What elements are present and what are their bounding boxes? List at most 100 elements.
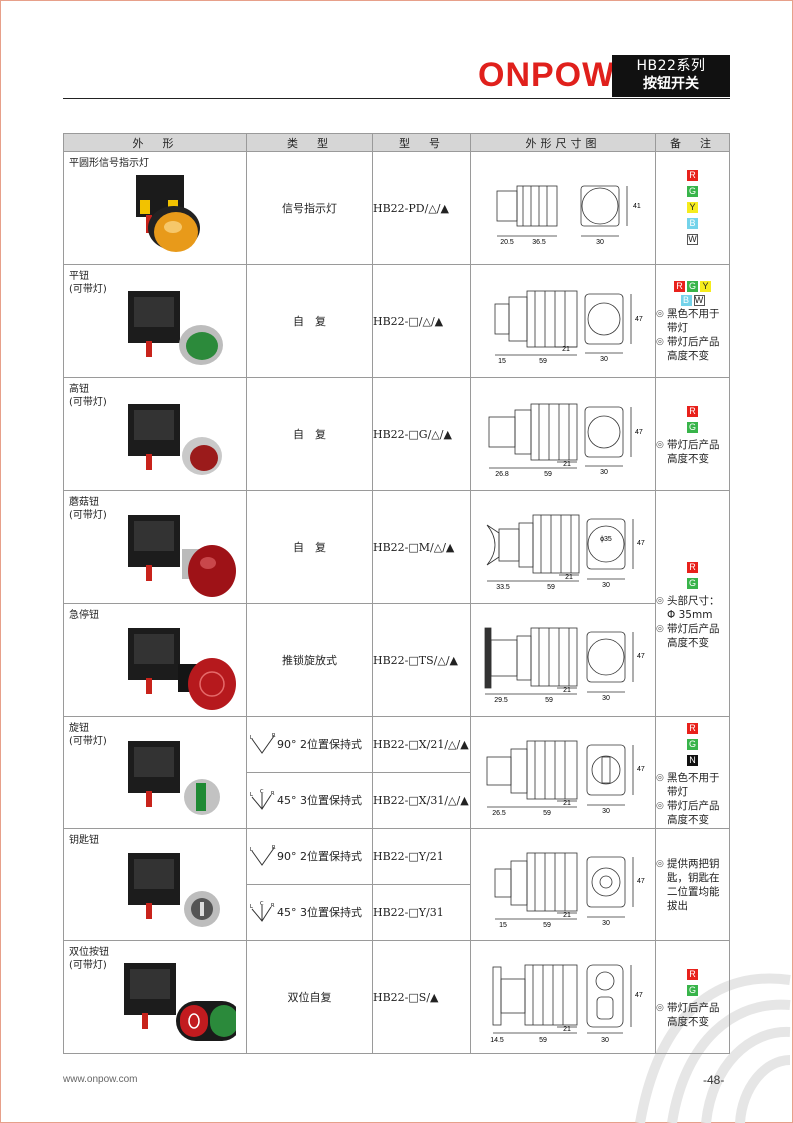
emergency-stop-photo	[128, 628, 236, 710]
note-line: 带灯后产品	[656, 1001, 729, 1015]
dim-label: 41	[633, 203, 641, 210]
model-cell: HB22-□M/△/▲	[372, 490, 471, 604]
dim-label: 14.5	[490, 1037, 504, 1044]
dim-label: 15	[499, 922, 507, 929]
dim-label: 59	[543, 810, 551, 817]
model-cell: HB22-□X/31/△/▲	[372, 772, 471, 829]
color-chip-red: R	[687, 170, 698, 181]
type-cell: 双位自复	[246, 940, 373, 1054]
dim-label: 59	[539, 1037, 547, 1044]
dim-label: 21	[563, 687, 571, 694]
model-cell: HB22-□/△/▲	[372, 264, 471, 378]
note-line: 二位置均能	[667, 885, 720, 898]
mushroom-button-photo	[128, 515, 236, 597]
color-chip-red: R	[687, 722, 698, 734]
color-chip-blue: B	[687, 218, 698, 229]
indicator-light-photo	[136, 175, 200, 252]
note-line: 高度不变	[667, 350, 709, 362]
note-line: 带灯	[667, 322, 688, 334]
note-line: 带灯	[667, 785, 688, 798]
type-cell: 自 复	[246, 490, 373, 604]
note-cell: R G 头部尺寸： Φ 35mm 带灯后产品 高度不变	[655, 490, 730, 717]
rotation-position-label: R	[272, 845, 276, 851]
color-chip-green: G	[687, 577, 698, 589]
dim-label: 21	[562, 346, 570, 353]
type-cell: 自 复	[246, 264, 373, 378]
dims-cell: 20.5 36.5 30 41	[470, 151, 656, 265]
type-label: 90° 2位置保持式	[277, 737, 362, 751]
dim-label: 30	[601, 1037, 609, 1044]
color-chip-yellow: Y	[700, 280, 711, 292]
series-title-box: HB22系列 按钮开关	[612, 55, 730, 97]
rotation-position-label: R	[271, 903, 275, 909]
type-label: 45° 3位置保持式	[277, 793, 362, 807]
product-name: 急停钮	[69, 610, 99, 621]
dim-label: 30	[602, 920, 610, 927]
onpow-logo: ONPOW	[478, 56, 616, 94]
dim-label: 59	[547, 584, 555, 591]
shape-cell: 蘑菇钮 (可带灯)	[63, 490, 247, 604]
dimension-drawing: 26.8 59 21 30 47	[488, 403, 643, 478]
note-line: 高度不变	[667, 636, 709, 649]
dims-cell: 26.5 59 21 30 47	[470, 716, 656, 829]
color-chip-yellow: Y	[687, 202, 698, 213]
table-row: 蘑菇钮 (可带灯) 自 复 HB22-□M/△/▲	[63, 490, 730, 717]
product-name: 平圆形信号指示灯	[69, 158, 149, 169]
dim-label: 21	[563, 912, 571, 919]
website-link[interactable]: www.onpow.com	[63, 1074, 138, 1085]
header-shape: 外 形	[63, 133, 247, 152]
color-chip-green: G	[687, 985, 698, 996]
header-note: 备 注	[655, 133, 730, 152]
dim-label: 33.5	[496, 584, 510, 591]
shape-cell: 高钮 (可带灯)	[63, 377, 247, 491]
color-chip-red: R	[687, 561, 698, 573]
color-chips: R G	[656, 969, 729, 996]
rotation-position-label: L	[250, 735, 253, 741]
dimension-drawing: 20.5 36.5 30 41	[496, 185, 641, 246]
dim-label: 59	[543, 922, 551, 929]
color-chip-red: R	[687, 969, 698, 980]
rotation-position-label: R	[271, 791, 275, 797]
product-name: 高钮 (可带灯)	[69, 384, 107, 408]
model-cell: HB22-□Y/31	[372, 884, 471, 941]
dim-label: 26.8	[495, 471, 509, 478]
key-switch-photo	[128, 853, 220, 927]
color-chip-green: G	[687, 280, 698, 292]
series-title: HB22系列	[636, 58, 706, 74]
type-label: 90° 2位置保持式	[277, 849, 362, 863]
dimension-drawing: 29.5 59 21 30 47	[484, 627, 645, 704]
note-line: 黑色不用于	[656, 771, 729, 785]
dim-label: 30	[596, 239, 604, 246]
header-dims: 外形尺寸图	[470, 133, 656, 152]
type-cell: 推锁旋放式	[246, 603, 373, 717]
dimension-drawing: 33.5 59 21 30 47 ɸ35	[486, 514, 645, 591]
dim-label: 30	[602, 695, 610, 702]
rotation-position-label: L	[250, 792, 253, 798]
dims-cell: 15 59 21 30 47	[470, 264, 656, 378]
model-cell: HB22-□TS/△/▲	[372, 603, 471, 717]
high-button-photo	[128, 404, 222, 475]
dim-label: ɸ35	[600, 536, 612, 543]
note-line: 带灯后产品	[656, 438, 729, 452]
table-row: 平圆形信号指示灯 信号指示灯 HB22-PD/△/▲	[63, 151, 730, 265]
note-line: 高度不变	[667, 453, 709, 465]
note-line: Φ 35mm	[667, 608, 713, 621]
shape-cell: 钥匙钮	[63, 828, 247, 941]
product-name: 旋钮 (可带灯)	[69, 723, 107, 747]
double-button-photo	[124, 963, 236, 1041]
model-cell: HB22-□S/▲	[372, 940, 471, 1054]
note-line: 黑色不用于	[656, 307, 729, 321]
header-model: 型 号	[372, 133, 471, 152]
dims-cell: 33.5 59 21 30 47 ɸ35	[470, 490, 656, 604]
color-chips: R G	[656, 561, 729, 589]
dim-label: 30	[600, 469, 608, 476]
note-line: 高度不变	[667, 813, 709, 826]
note-cell: RGY BW 黑色不用于 带灯 带灯后产品 高度不变	[655, 264, 730, 378]
shape-cell: 急停钮	[63, 603, 247, 717]
dim-label: 59	[544, 471, 552, 478]
product-name: 平钮 (可带灯)	[69, 271, 107, 295]
